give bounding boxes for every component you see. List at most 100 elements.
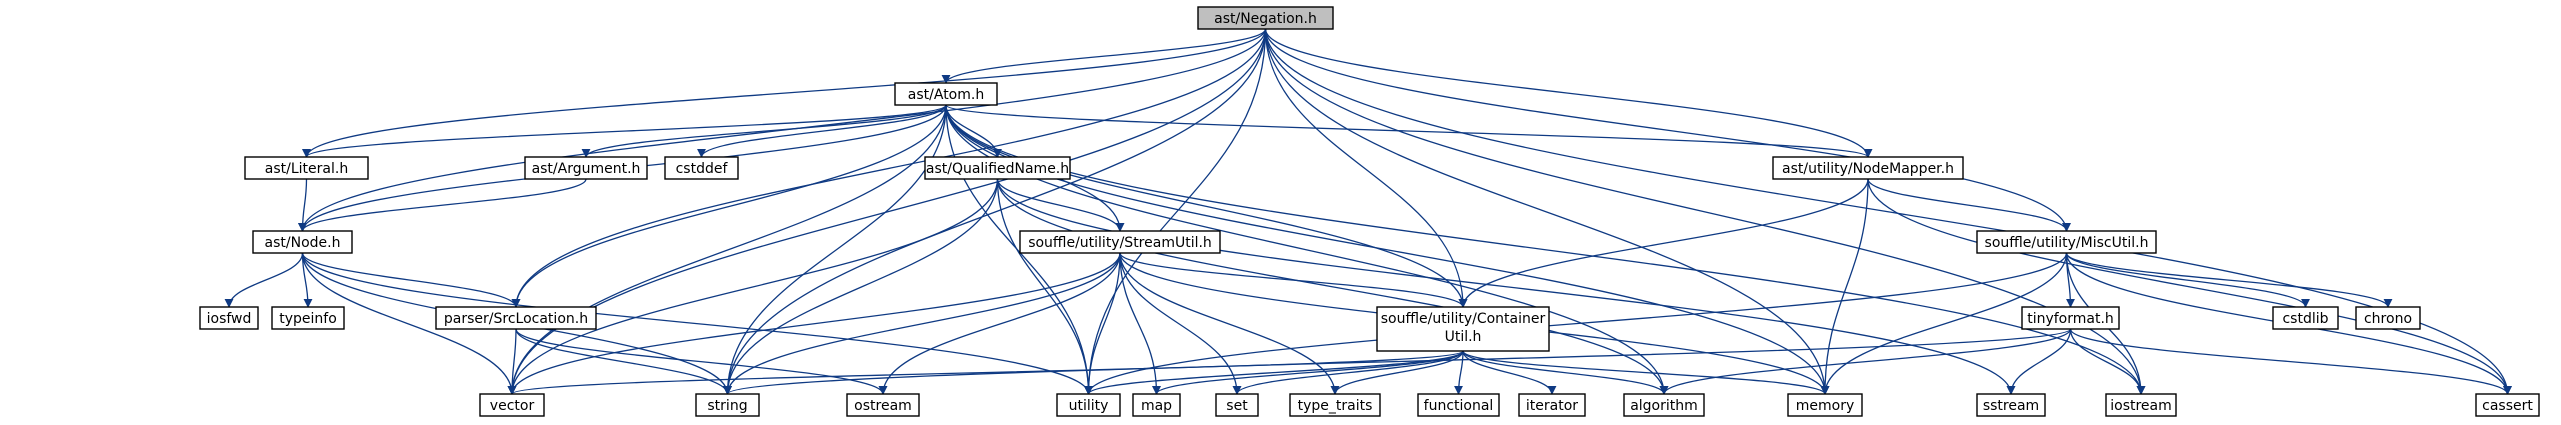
node-miscutil[interactable]: souffle/utility/MiscUtil.h: [1976, 230, 2157, 254]
node-literal[interactable]: ast/Literal.h: [244, 156, 369, 180]
edge-negation-to-utility: [1084, 28, 1267, 395]
node-ostream: ostream: [846, 393, 920, 417]
node-label: iostream: [2110, 398, 2172, 414]
node-qualifiedname[interactable]: ast/QualifiedName.h: [924, 156, 1071, 180]
edge-containerutil-to-vector: [507, 350, 1464, 395]
edge-qualifiedname-to-utility: [996, 178, 1093, 395]
node-box: [1787, 393, 1863, 417]
node-box: [271, 306, 345, 330]
edge-streamutil-to-vector: [507, 252, 1121, 395]
edge-node-to-utility: [301, 252, 1093, 395]
edge-negation-to-nodemapper: [1264, 28, 1873, 158]
edge-qualifiedname-to-string: [723, 178, 999, 395]
node-label: typeinfo: [279, 311, 337, 327]
node-sstream: sstream: [1976, 393, 2046, 417]
nodes-layer: ast/Negation.h ast/Atom.h ast/Literal.h ast…: [199, 6, 2540, 417]
node-streamutil[interactable]: souffle/utility/StreamUtil.h: [1019, 230, 1221, 254]
node-box: [1772, 156, 1964, 180]
node-label: ast/QualifiedName.h: [926, 161, 1069, 177]
node-label: memory: [1796, 398, 1855, 414]
edge-nodemapper-to-cassert: [1867, 178, 2512, 395]
node-atom[interactable]: ast/Atom.h: [894, 82, 998, 106]
edge-atom-to-argument: [581, 104, 947, 158]
node-box: [1518, 393, 1586, 417]
edges-layer: [224, 28, 2512, 395]
edge-containerutil-to-type_traits: [1330, 350, 1464, 395]
edge-miscutil-to-utility: [1084, 252, 2068, 395]
node-box: [1976, 393, 2046, 417]
node-argument[interactable]: ast/Argument.h: [524, 156, 648, 180]
node-label: tinyformat.h: [2027, 311, 2114, 327]
node-cstddef: cstddef: [664, 156, 739, 180]
node-cassert: cassert: [2475, 393, 2540, 417]
node-box: [2021, 306, 2120, 330]
node-typeinfo: typeinfo: [271, 306, 345, 330]
node-label: set: [1226, 398, 1248, 414]
edge-atom-to-containerutil: [945, 104, 1468, 308]
node-box: [1289, 393, 1381, 417]
edge-miscutil-to-memory: [1820, 252, 2068, 395]
node-label: ast/Negation.h: [1214, 11, 1317, 27]
node-string: string: [695, 393, 760, 417]
node-node[interactable]: ast/Node.h: [252, 230, 353, 254]
edge-node-to-vector: [301, 252, 517, 395]
node-label: ast/Argument.h: [532, 161, 641, 177]
node-nodemapper[interactable]: ast/utility/NodeMapper.h: [1772, 156, 1964, 180]
edge-atom-to-algorithm: [945, 104, 1669, 395]
node-label: map: [1141, 398, 1172, 414]
edge-qualifiedname-to-sstream: [996, 178, 2016, 395]
edge-negation-to-vector: [507, 28, 1267, 395]
node-label: type_traits: [1298, 398, 1373, 414]
node-utility: utility: [1056, 393, 1121, 417]
node-algorithm: algorithm: [1623, 393, 1705, 417]
edge-node-to-srclocation: [301, 252, 521, 308]
edge-negation-to-memory: [1264, 28, 1830, 395]
edge-nodemapper-to-memory: [1820, 178, 1869, 395]
edge-tinyformat-to-iostream: [2069, 328, 2146, 395]
edge-streamutil-to-utility: [1084, 252, 1121, 395]
edge-miscutil-to-chrono: [2065, 252, 2393, 308]
node-label: sstream: [1983, 398, 2039, 414]
node-tinyformat[interactable]: tinyformat.h: [2021, 306, 2120, 330]
edge-tinyformat-to-algorithm: [1659, 328, 2072, 395]
node-box: [435, 306, 597, 330]
edge-nodemapper-to-containerutil: [1458, 178, 1869, 308]
node-cstdlib: cstdlib: [2272, 306, 2339, 330]
node-box: [695, 393, 760, 417]
node-srclocation[interactable]: parser/SrcLocation.h: [435, 306, 597, 330]
edge-negation-to-srclocation: [511, 28, 1267, 308]
node-label-line: souffle/utility/Container: [1381, 311, 1546, 327]
edge-atom-to-cstddef: [697, 104, 947, 158]
node-label: souffle/utility/StreamUtil.h: [1028, 235, 1212, 251]
node-label: parser/SrcLocation.h: [444, 311, 588, 327]
node-label-line: Util.h: [1445, 329, 1482, 345]
node-memory: memory: [1787, 393, 1863, 417]
node-map: map: [1132, 393, 1181, 417]
node-box: [2475, 393, 2540, 417]
node-negation[interactable]: ast/Negation.h: [1197, 6, 1334, 30]
node-box: [1197, 6, 1334, 30]
edge-negation-to-literal: [302, 28, 1267, 158]
node-box: [524, 156, 648, 180]
node-box: [1623, 393, 1705, 417]
edge-atom-to-vector: [507, 104, 947, 395]
edge-atom-to-srclocation: [511, 104, 947, 308]
edge-nodemapper-to-miscutil: [1867, 178, 2071, 232]
edge-node-to-iosfwd: [224, 252, 304, 308]
node-label: utility: [1069, 398, 1109, 414]
edge-streamutil-to-containerutil: [1119, 252, 1468, 308]
edge-argument-to-node: [298, 178, 587, 232]
edge-containerutil-to-iterator: [1462, 350, 1557, 395]
node-box: [479, 393, 545, 417]
node-box: [244, 156, 369, 180]
edge-atom-to-literal: [302, 104, 947, 158]
edge-qualifiedname-to-algorithm: [996, 178, 1669, 395]
node-label: souffle/utility/MiscUtil.h: [1985, 235, 2149, 251]
node-type_traits: type_traits: [1289, 393, 1381, 417]
node-functional: functional: [1417, 393, 1500, 417]
node-iostream: iostream: [2105, 393, 2177, 417]
node-iterator: iterator: [1518, 393, 1586, 417]
node-label: cstdlib: [2282, 311, 2328, 327]
node-box: [252, 230, 353, 254]
